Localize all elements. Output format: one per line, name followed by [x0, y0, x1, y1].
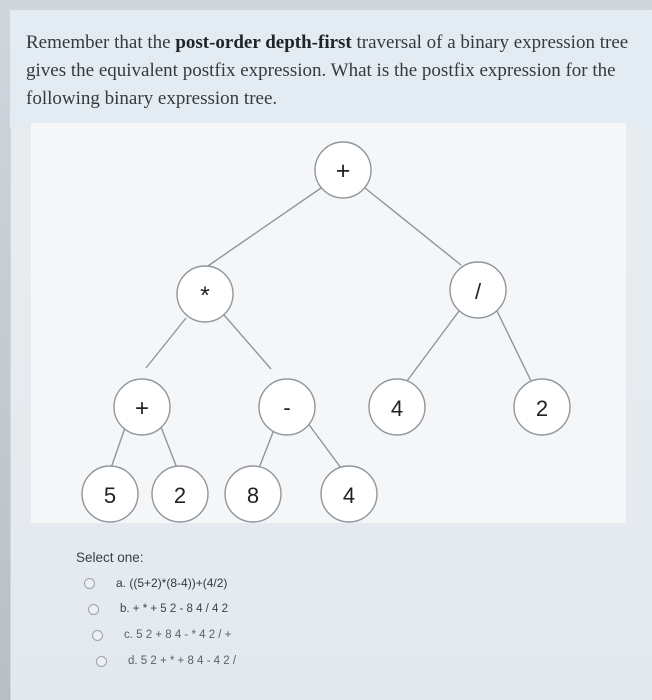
node-five-label: 5	[104, 483, 116, 508]
option-a[interactable]: a. ((5+2)*(8-4))+(4/2)	[84, 572, 227, 594]
node-div-circle	[449, 261, 507, 319]
node-plus-circle	[113, 378, 171, 436]
edge-plus-two	[158, 421, 178, 469]
edge-mul-minus	[223, 314, 272, 370]
node-mul-circle	[176, 265, 234, 323]
answer-panel: Select one: a. ((5+2)*(8-4))+(4/2) b. + …	[60, 535, 460, 685]
option-d-label[interactable]: d. 5 2 + * + 8 4 - 4 2 /	[128, 655, 237, 667]
node-four-circle	[320, 465, 378, 523]
option-c-radio[interactable]	[92, 629, 103, 641]
edge-minus-four	[306, 421, 342, 469]
node-eight-label: 8	[247, 483, 259, 508]
edge-div-four	[406, 310, 460, 382]
question-line-3: following binary expression tree.	[26, 88, 278, 109]
node-two-right: 2	[513, 378, 571, 436]
option-b-label[interactable]: b. + * + 5 2 - 8 4 / 4 2	[120, 603, 229, 615]
node-two-label: 2	[174, 483, 186, 508]
edge-plus-five	[110, 421, 128, 469]
option-b[interactable]: b. + * + 5 2 - 8 4 / 4 2	[88, 598, 228, 620]
node-four-right: 4	[368, 378, 426, 436]
node-plus-label: +	[135, 395, 149, 422]
select-one-label: Select one:	[76, 550, 144, 565]
question-line-2: gives the equivalent postfix expression.…	[26, 60, 616, 81]
node-two-right-circle	[513, 378, 571, 436]
node-eight: 8	[224, 465, 282, 523]
option-d-radio[interactable]	[96, 655, 107, 667]
option-a-label[interactable]: a. ((5+2)*(8-4))+(4/2)	[116, 576, 228, 590]
node-eight-circle	[224, 465, 282, 523]
node-root: +	[314, 141, 372, 199]
node-div-label: /	[475, 279, 482, 304]
node-minus-circle	[258, 378, 316, 436]
node-four-right-circle	[368, 378, 426, 436]
expression-tree-figure: + * / + - 4 2	[31, 123, 626, 523]
node-two-circle	[151, 465, 209, 523]
node-minus: -	[258, 378, 316, 436]
node-two-right-label: 2	[536, 396, 548, 421]
question-text: Remember that the post-order depth-first…	[26, 29, 652, 113]
option-c[interactable]: c. 5 2 + 8 4 - * 4 2 / +	[92, 624, 231, 646]
edge-div-two	[496, 310, 532, 382]
node-five: 5	[81, 465, 139, 523]
option-b-radio[interactable]	[88, 603, 99, 615]
node-minus-label: -	[283, 395, 290, 420]
node-plus: +	[113, 378, 171, 436]
expression-tree-svg: + * / + - 4 2	[81, 141, 571, 523]
edge-root-mul	[204, 187, 322, 269]
option-a-radio[interactable]	[84, 577, 95, 589]
node-two: 2	[151, 465, 209, 523]
edge-mul-plus	[145, 317, 187, 369]
node-div: /	[449, 261, 507, 319]
node-four-label: 4	[343, 483, 355, 508]
question-band	[10, 10, 652, 128]
node-mul: *	[176, 265, 234, 323]
node-root-label: +	[336, 157, 351, 185]
tree-edges	[110, 187, 532, 469]
node-mul-label: *	[200, 282, 210, 310]
question-line-1-end: traversal of a binary expression tree	[351, 32, 629, 53]
node-root-circle	[314, 141, 372, 199]
edge-root-div	[364, 187, 462, 266]
node-five-circle	[81, 465, 139, 523]
question-line-1-start: Remember that the	[26, 32, 176, 53]
node-four: 4	[320, 465, 378, 523]
question-bold-term: post-order depth-first	[175, 32, 352, 53]
node-four-right-label: 4	[391, 396, 403, 421]
question-line-1: Remember that the post-order depth-first…	[26, 29, 652, 57]
option-c-label[interactable]: c. 5 2 + 8 4 - * 4 2 / +	[124, 629, 232, 641]
option-d[interactable]: d. 5 2 + * + 8 4 - 4 2 /	[96, 650, 236, 672]
